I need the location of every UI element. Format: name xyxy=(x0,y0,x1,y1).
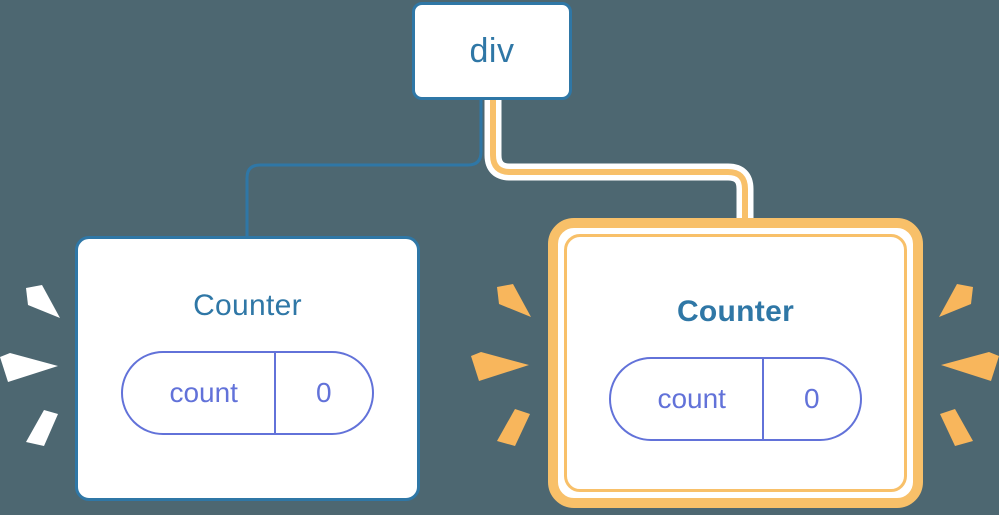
sparkle-ray-white-lower xyxy=(26,410,58,446)
node-counter-right[interactable]: Counter count 0 xyxy=(548,218,923,508)
sparkle-ray-orange-right-upper xyxy=(939,284,973,317)
node-div[interactable]: div xyxy=(412,2,572,100)
edge-div-to-left-counter xyxy=(245,100,483,236)
edge-highlight-halo xyxy=(484,100,754,236)
sparkle-group-middle xyxy=(471,284,531,446)
state-pill-right-value: 0 xyxy=(803,383,820,414)
state-pill-left-key: count xyxy=(169,377,238,408)
state-pill-right-key: count xyxy=(657,383,726,414)
sparkle-group-left-counter xyxy=(0,285,60,446)
state-pill-left-divider xyxy=(273,353,276,433)
sparkle-ray-white-middle xyxy=(0,353,58,382)
sparkle-ray-orange-right-middle xyxy=(941,352,999,381)
node-div-label: div xyxy=(469,31,515,70)
sparkle-ray-orange-right-lower xyxy=(940,409,973,446)
state-pill-left: count 0 xyxy=(121,351,374,435)
sparkle-ray-orange-mid-lower xyxy=(497,409,530,446)
node-counter-left-title: Counter xyxy=(193,289,302,322)
state-pill-right: count 0 xyxy=(609,357,862,441)
edge-div-to-right-counter xyxy=(490,100,748,236)
node-counter-right-inner: Counter count 0 xyxy=(564,234,907,492)
node-counter-left[interactable]: Counter count 0 xyxy=(75,236,420,501)
sparkle-ray-orange-mid-upper xyxy=(497,284,531,317)
sparkle-ray-orange-mid-middle xyxy=(471,352,529,381)
node-counter-right-title: Counter xyxy=(676,295,795,328)
state-pill-right-divider xyxy=(761,359,764,439)
sparkle-ray-white-upper xyxy=(26,285,60,318)
sparkle-group-right-counter xyxy=(939,284,999,446)
state-pill-left-value: 0 xyxy=(315,377,332,408)
